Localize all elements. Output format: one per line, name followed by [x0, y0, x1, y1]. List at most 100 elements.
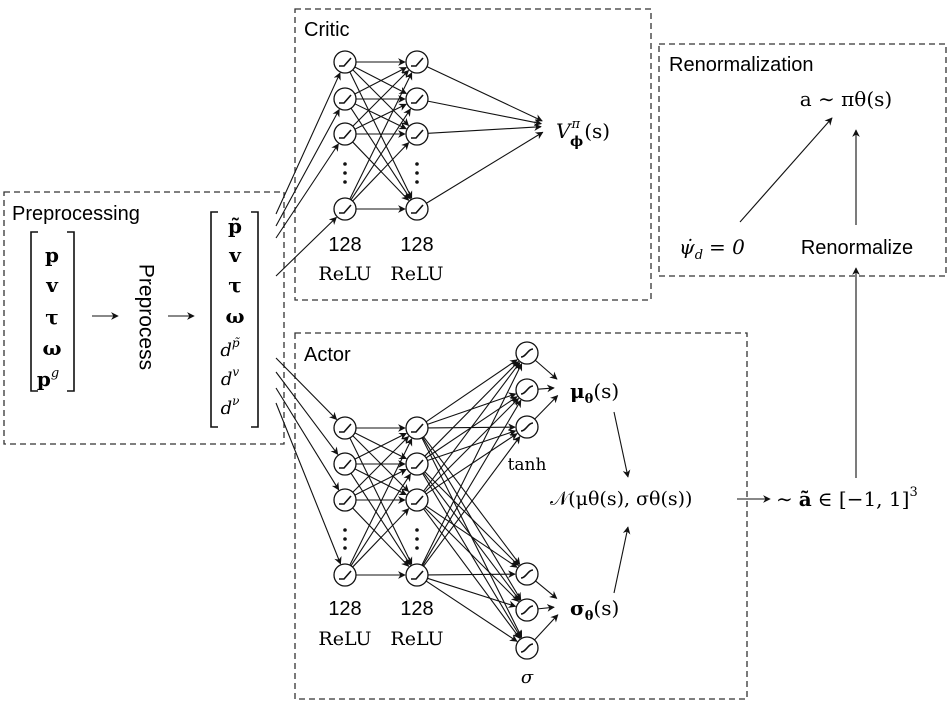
out-d-ptilde: dp̃ [220, 336, 240, 361]
edge-actor-hidden [352, 435, 410, 493]
tanh-neuron [515, 378, 539, 402]
edge-actor-hidden [352, 508, 410, 568]
edge-input-actor [275, 387, 340, 491]
edge-actor-head [423, 361, 521, 492]
critic-l2-neuron [405, 197, 429, 221]
edge-critic-hidden [354, 103, 407, 130]
input-v: v [45, 273, 59, 297]
sigma-output: σθ(s) [570, 596, 619, 624]
out-p-tilde: p̃ [228, 214, 242, 238]
edge-sigmoid-sigma [537, 604, 555, 612]
critic-layer2-count: 128 [400, 234, 433, 256]
preprocessing-frame [3, 191, 285, 445]
actor-l2-neuron [405, 452, 429, 476]
tanh-label: tanh [508, 455, 547, 475]
edge-actor-head [422, 473, 522, 639]
edge-actor-head [427, 570, 516, 579]
edge-actor-head [421, 363, 523, 566]
edge-actor-hidden [354, 432, 407, 460]
critic-layer1-count: 128 [328, 234, 361, 256]
renormalize-label: Renormalize [801, 237, 913, 259]
actor-l2-neuron [405, 416, 429, 440]
final-action: a ∼ πθ(s) [800, 87, 892, 111]
actor-layer1-act: ReLU [318, 628, 371, 650]
critic-l2-neuron [405, 87, 429, 111]
edge-actor-head [425, 505, 518, 568]
edge-sigmoid-sigma [535, 580, 558, 599]
renormalization-title: Renormalization [669, 54, 814, 76]
out-omega: ω [225, 304, 244, 328]
critic-layer2-act: ReLU [390, 263, 443, 285]
edge-actor-hidden [354, 468, 407, 496]
edge-critic-hidden [352, 69, 410, 127]
edge-actor-head [424, 471, 520, 567]
actor-frame [294, 332, 748, 700]
actor-l2-neuron [405, 488, 429, 512]
critic-frame [294, 8, 652, 301]
edge-actor-head [424, 360, 520, 457]
edge-input-critic [275, 216, 337, 277]
critic-l2-neuron [405, 122, 429, 146]
edge-critic-hidden [350, 108, 411, 201]
edge-actor-head [427, 577, 517, 608]
edge-input-actor [275, 357, 338, 421]
mu-output: μθ(s) [570, 379, 619, 407]
actor-title: Actor [304, 344, 351, 366]
edge-actor-head [425, 359, 518, 423]
edge-input-actor [275, 371, 339, 456]
network-edges [275, 58, 559, 642]
actor-ellipsis-1 [343, 528, 347, 550]
edge-input-actor [275, 402, 342, 565]
out-d-v: dv [221, 365, 240, 390]
arrow-sigma-to-normal [613, 526, 631, 594]
arrow-psi-to-action [739, 117, 833, 223]
out-tau: τ [228, 273, 241, 297]
out-d-nu: dν [221, 394, 240, 419]
input-tau: τ [45, 305, 58, 329]
actor-l1-neuron [333, 488, 357, 512]
edge-critic-hidden [354, 66, 408, 95]
critic-l1-neuron [333, 122, 357, 146]
critic-layer1-act: ReLU [318, 263, 371, 285]
critic-l1-neuron [333, 197, 357, 221]
actor-layer1-count: 128 [328, 598, 361, 620]
arrow-mu-to-normal [613, 411, 631, 478]
edge-actor-hidden [349, 438, 413, 566]
edge-actor-head [424, 507, 520, 603]
network-neurons [333, 50, 539, 660]
sample-action: ∼ã∈ [−1, 1]3 [776, 485, 918, 511]
critic-ellipsis-1 [343, 162, 347, 184]
input-omega: ω [42, 336, 61, 360]
actor-l2-neuron [405, 563, 429, 587]
actor-layer2-act: ReLU [390, 628, 443, 650]
edge-actor-head [423, 436, 521, 567]
critic-l1-neuron [333, 87, 357, 111]
actor-ellipsis-2 [415, 528, 419, 550]
renormalization-frame [658, 43, 947, 277]
sigmoid-label: σ [521, 667, 534, 688]
edge-tanh-mu [537, 384, 555, 393]
input-p: p [45, 243, 59, 267]
input-pg: pg [37, 366, 59, 391]
edge-critic-output [427, 123, 542, 134]
edge-critic-hidden [352, 142, 410, 202]
edge-input-critic [275, 108, 340, 227]
edge-actor-hidden [350, 473, 411, 567]
edge-tanh-mu [534, 395, 559, 420]
normal-distribution: 𝒩(μθ(s), σθ(s)) [550, 488, 692, 510]
actor-l1-neuron [333, 452, 357, 476]
edge-sigmoid-sigma [534, 614, 559, 641]
edge-actor-head [422, 399, 522, 566]
preprocess-label: Preprocess [134, 264, 157, 370]
psi-constraint: ψ̇d= 0 [679, 235, 745, 263]
critic-l1-neuron [333, 50, 357, 74]
critic-title: Critic [304, 19, 350, 41]
tanh-neuron [515, 341, 539, 365]
critic-ellipsis-2 [415, 162, 419, 184]
actor-l1-neuron [333, 563, 357, 587]
preprocessed-vector: p̃ v τ ω dp̃ dv dν [210, 211, 259, 428]
edge-critic-output [426, 66, 543, 122]
